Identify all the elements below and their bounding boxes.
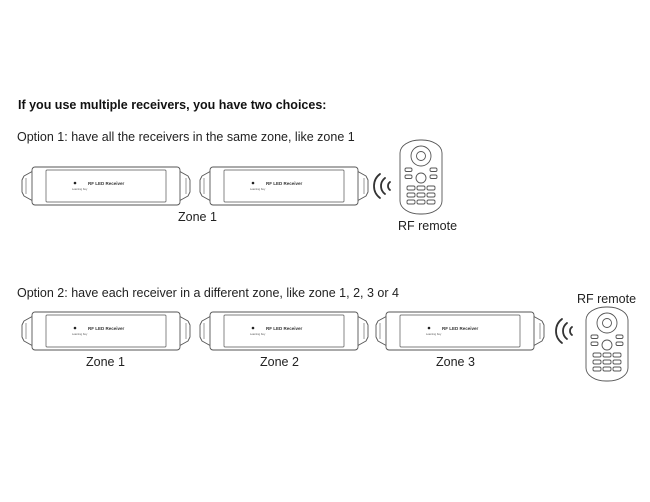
receiver-end-cap-right	[532, 315, 545, 347]
learning-key-dot	[73, 181, 77, 185]
option1-remote	[397, 138, 445, 216]
option2-zone-2-label: Zone 2	[260, 355, 299, 369]
receiver-icon	[21, 311, 191, 351]
option2-remote-label: RF remote	[577, 292, 637, 306]
remote-wheel-center	[416, 151, 426, 161]
option1-zone-label: Zone 1	[178, 210, 217, 224]
receiver-end-cap-right	[178, 170, 191, 202]
receiver-panel	[223, 314, 345, 348]
remote-center-button	[415, 172, 427, 184]
learning-key-dot	[251, 181, 255, 185]
receiver-end-cap-left	[199, 315, 212, 347]
option2-receiver-3: RF LED Receiver Learning Key	[374, 307, 546, 355]
option1-receiver-1: RF LED Receiver Learning Key	[20, 162, 192, 210]
receiver-end-cap-right	[178, 315, 191, 347]
receiver-panel	[45, 314, 167, 348]
receiver-label: RF LED Receiver	[266, 181, 303, 186]
signal-arc-1	[569, 326, 573, 336]
receiver-sublabel: Learning Key	[426, 333, 442, 336]
receiver-panel	[399, 314, 521, 348]
learning-key-dot	[251, 326, 255, 330]
wireless-signal-icon	[373, 173, 391, 199]
receiver-sublabel: Learning Key	[72, 188, 88, 191]
signal-arc-3	[555, 318, 563, 344]
receiver-end-cap-left	[375, 315, 388, 347]
rf-remote-icon	[585, 306, 629, 382]
option2-receiver-2: RF LED Receiver Learning Key	[198, 307, 370, 355]
receiver-panel	[223, 169, 345, 203]
receiver-label: RF LED Receiver	[442, 326, 479, 331]
receiver-sublabel: Learning Key	[250, 188, 266, 191]
option1-text: Option 1: have all the receivers in the …	[17, 130, 355, 144]
option2-remote	[583, 305, 631, 383]
option2-zone-1-label: Zone 1	[86, 355, 125, 369]
option2-zone-3-label: Zone 3	[436, 355, 475, 369]
signal-arc-2	[562, 322, 568, 340]
learning-key-dot	[427, 326, 431, 330]
receiver-end-cap-left	[21, 315, 34, 347]
receiver-label: RF LED Receiver	[88, 326, 125, 331]
receiver-panel	[45, 169, 167, 203]
signal-arc-2	[380, 177, 386, 195]
receiver-end-cap-left	[199, 170, 212, 202]
receiver-icon	[375, 311, 545, 351]
option2-text: Option 2: have each receiver in a differ…	[17, 286, 399, 300]
receiver-end-cap-left	[21, 170, 34, 202]
receiver-label: RF LED Receiver	[266, 326, 303, 331]
receiver-end-cap-right	[356, 315, 369, 347]
option1-signal	[372, 173, 394, 199]
receiver-label: RF LED Receiver	[88, 181, 125, 186]
rf-remote-icon	[399, 139, 443, 215]
receiver-sublabel: Learning Key	[250, 333, 266, 336]
option2-receiver-1: RF LED Receiver Learning Key	[20, 307, 192, 355]
wireless-signal-icon	[555, 318, 573, 344]
receiver-icon	[21, 166, 191, 206]
receiver-end-cap-right	[356, 170, 369, 202]
receiver-icon	[199, 166, 369, 206]
learning-key-dot	[73, 326, 77, 330]
option1-receiver-2: RF LED Receiver Learning Key	[198, 162, 370, 210]
signal-arc-1	[387, 181, 391, 191]
receiver-icon	[199, 311, 369, 351]
option1-remote-label: RF remote	[398, 219, 458, 233]
receiver-sublabel: Learning Key	[72, 333, 88, 336]
page-heading: If you use multiple receivers, you have …	[18, 98, 327, 112]
remote-wheel-center	[602, 318, 612, 328]
signal-arc-3	[373, 173, 381, 199]
option2-signal	[554, 318, 576, 344]
remote-center-button	[601, 339, 613, 351]
